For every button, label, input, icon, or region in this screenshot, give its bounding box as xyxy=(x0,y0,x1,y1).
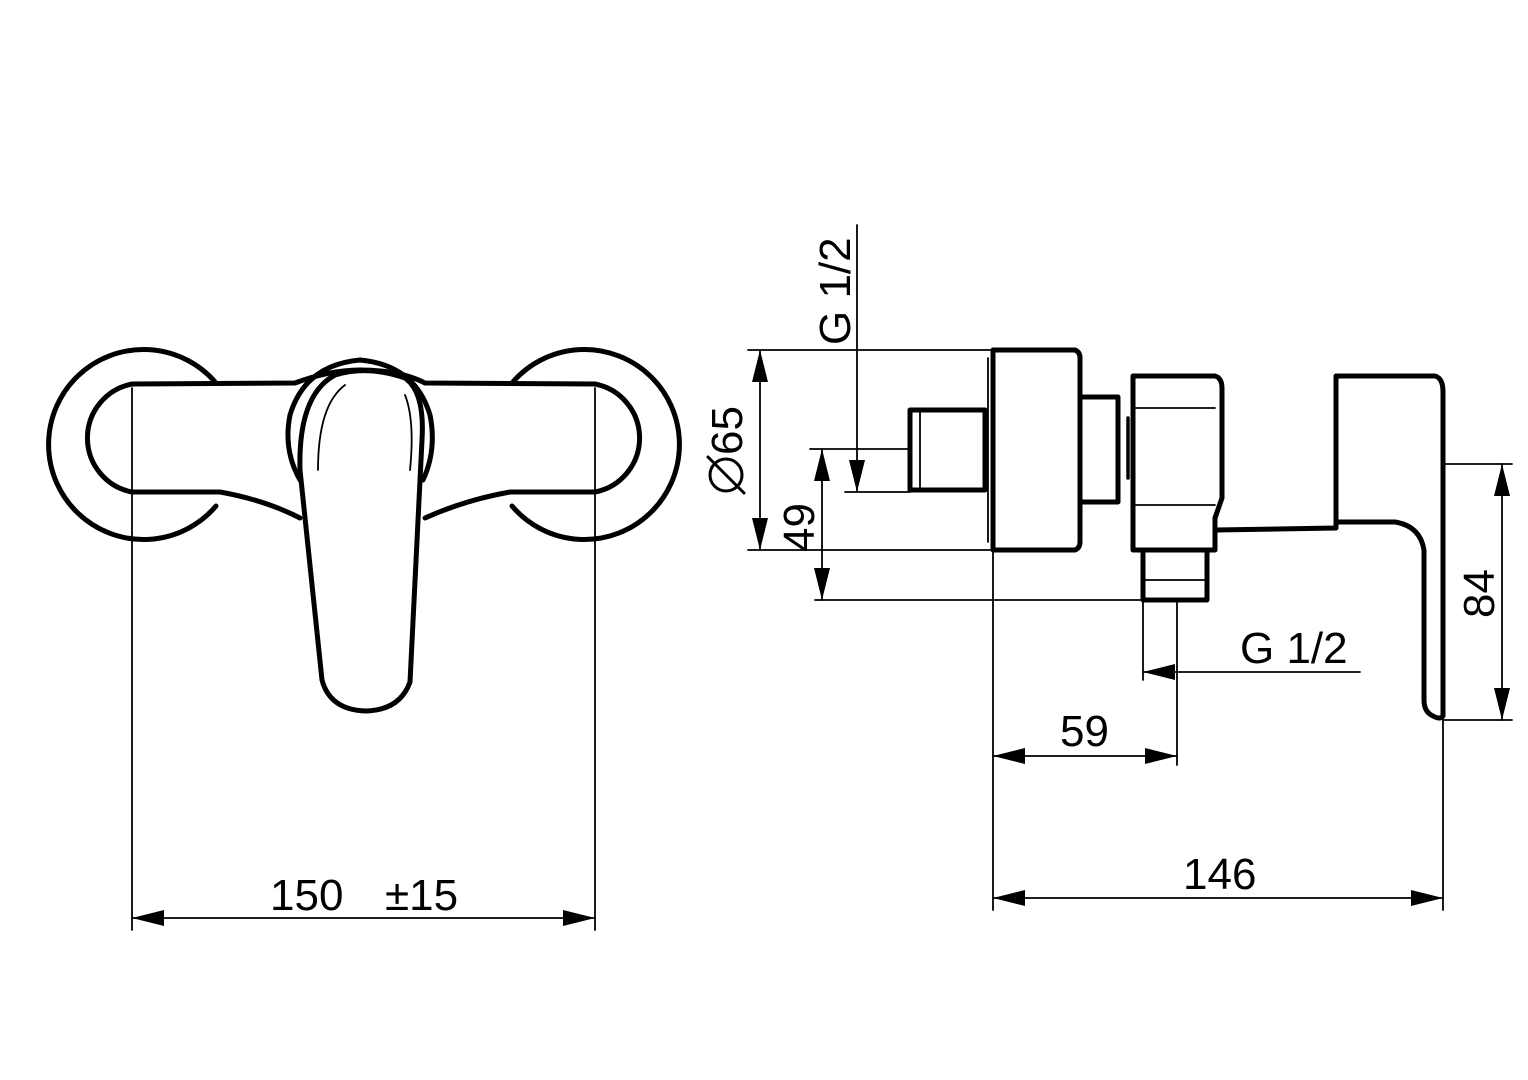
arrow-65-bottom xyxy=(752,518,768,550)
arrow-inlet xyxy=(849,460,865,492)
lever-handle xyxy=(297,368,425,714)
connector xyxy=(1077,394,1121,505)
right-rosette xyxy=(509,347,682,542)
side-view: 65 G 1/2 49 G 1/2 59 146 xyxy=(703,224,1513,911)
dim-150-tolerance: ±15 xyxy=(385,871,458,920)
arrow-59-right xyxy=(1145,748,1177,764)
dim-65-label: 65 xyxy=(703,406,752,455)
dim-inlet-label: G 1/2 xyxy=(811,237,860,345)
arrow-65-top xyxy=(752,350,768,382)
body-left-end xyxy=(85,381,135,495)
arrow-146-right xyxy=(1411,890,1443,906)
body-right-end xyxy=(592,381,642,495)
side-lever xyxy=(1212,373,1446,721)
side-rosette xyxy=(990,347,1083,553)
outlet-stub xyxy=(1140,547,1210,603)
dim-49-label: 49 xyxy=(775,503,824,552)
arrow-outlet xyxy=(1143,664,1175,680)
lever-handle-inner xyxy=(317,384,413,471)
arrow-49-top xyxy=(814,449,830,481)
dim-84-label: 84 xyxy=(1455,569,1504,618)
diameter-symbol xyxy=(706,455,746,495)
dim-146-label: 146 xyxy=(1183,850,1256,899)
arrow-59-left xyxy=(993,748,1025,764)
left-rosette xyxy=(46,347,219,542)
arrow-84-bottom xyxy=(1494,688,1510,720)
valve-body xyxy=(1130,373,1225,553)
arrow-146-left xyxy=(993,890,1025,906)
body-bottom-edge xyxy=(129,489,598,521)
front-view: 150 ±15 xyxy=(46,347,682,931)
dim-59-label: 59 xyxy=(1060,707,1109,756)
arrow-84-top xyxy=(1494,464,1510,496)
dim-150-label: 150 xyxy=(270,871,343,920)
arrow-150-left xyxy=(132,910,164,926)
arrow-150-right xyxy=(563,910,595,926)
dim-outlet-label: G 1/2 xyxy=(1240,624,1348,673)
arrow-49-bottom xyxy=(814,568,830,600)
mixer-cap xyxy=(285,357,435,483)
inlet-stub xyxy=(907,407,988,493)
